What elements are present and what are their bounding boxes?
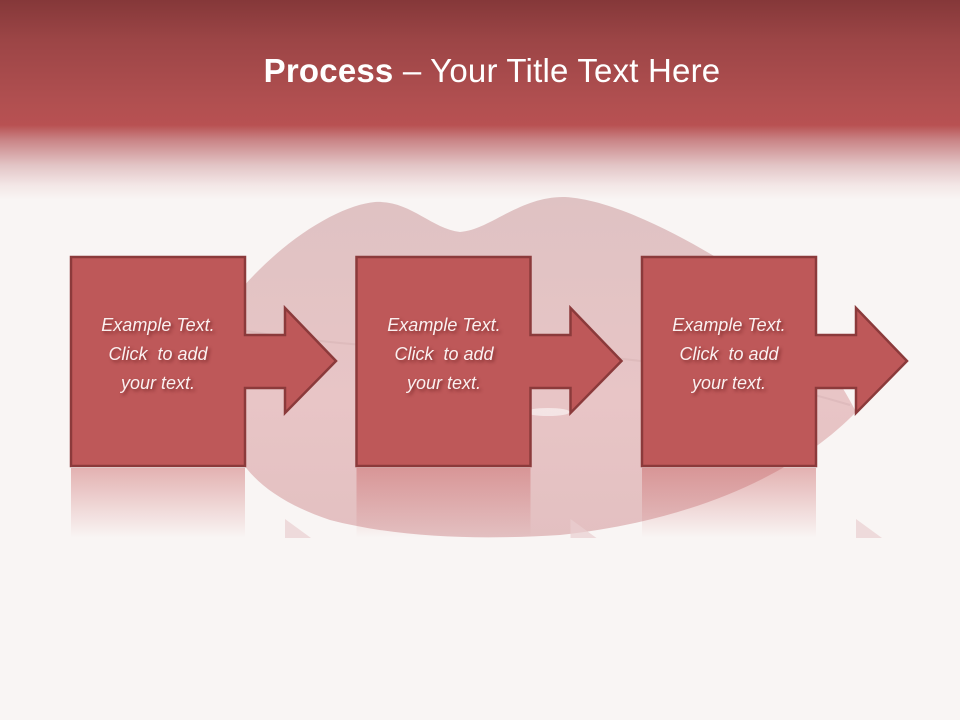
slide-title[interactable]: Process – Your Title Text Here (0, 52, 960, 90)
process-step-3-text[interactable]: Example Text. Click to add your text. (642, 311, 816, 398)
title-rest-part: – Your Title Text Here (393, 52, 721, 89)
step-1-line-3: your text. (120, 373, 196, 393)
step-2-line-2: Click to add (394, 344, 494, 364)
title-bold-part: Process (263, 52, 394, 89)
step-1-line-2: Click to add (108, 344, 208, 364)
step-2-line-3: your text. (406, 373, 482, 393)
title-banner (0, 0, 960, 200)
step-3-line-2: Click to add (679, 344, 779, 364)
step-1-line-1: Example Text. (101, 315, 215, 335)
step-3-line-1: Example Text. (672, 315, 786, 335)
step-3-line-3: your text. (691, 373, 767, 393)
process-step-1-text[interactable]: Example Text. Click to add your text. (71, 311, 245, 398)
process-step-2-text[interactable]: Example Text. Click to add your text. (357, 311, 531, 398)
step-2-line-1: Example Text. (387, 315, 501, 335)
